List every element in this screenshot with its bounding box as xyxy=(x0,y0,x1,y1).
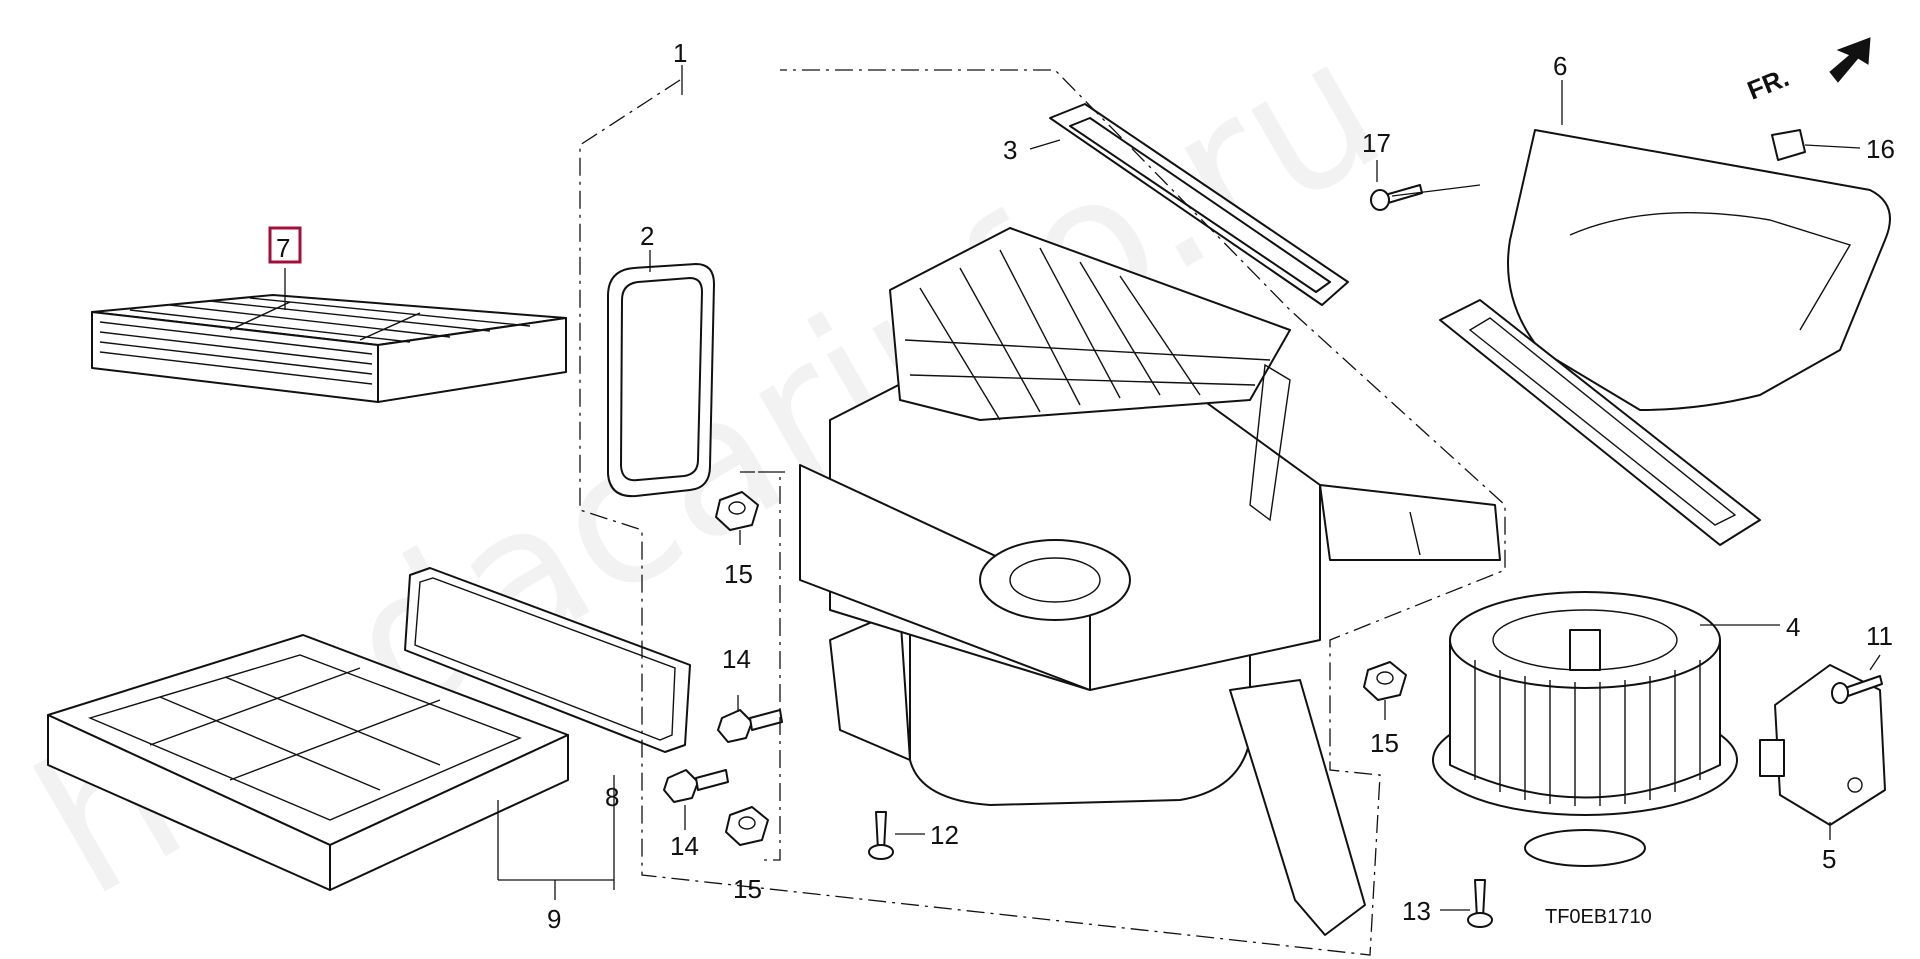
callout-13[interactable]: 13 xyxy=(1402,896,1431,926)
front-direction-label: FR. xyxy=(1743,62,1793,106)
part-13-screw[interactable] xyxy=(1467,879,1493,928)
part-12-screw[interactable] xyxy=(868,811,894,860)
part-6-air-duct[interactable] xyxy=(1439,129,1891,546)
callout-3[interactable]: 3 xyxy=(1003,135,1017,165)
part-8-lid-seal[interactable] xyxy=(404,567,691,753)
callout-9[interactable]: 9 xyxy=(547,904,561,934)
callout-4[interactable]: 4 xyxy=(1786,612,1800,642)
front-arrow-icon xyxy=(1829,37,1871,83)
part-17-screw[interactable] xyxy=(1370,184,1423,211)
callout-15-b[interactable]: 15 xyxy=(733,874,762,904)
callout-7-highlight-box xyxy=(268,226,302,264)
callout-2[interactable]: 2 xyxy=(640,221,654,251)
callout-14-a[interactable]: 14 xyxy=(722,644,751,674)
callout-17[interactable]: 17 xyxy=(1362,128,1391,158)
callout-16[interactable]: 16 xyxy=(1866,134,1895,164)
assembly-1-outline xyxy=(579,69,1506,956)
callout-14-b[interactable]: 14 xyxy=(670,831,699,861)
part-11-screw[interactable] xyxy=(1831,675,1883,704)
callout-15-a[interactable]: 15 xyxy=(724,559,753,589)
callout-12[interactable]: 12 xyxy=(930,820,959,850)
callout-labels: 1 2 3 4 5 6 7 8 9 11 12 13 14 14 15 15 1… xyxy=(268,38,1895,934)
part-14-bolt-a[interactable] xyxy=(717,709,783,743)
callout-5[interactable]: 5 xyxy=(1822,844,1836,874)
callout-15-c[interactable]: 15 xyxy=(1370,728,1399,758)
part-3-gasket[interactable] xyxy=(1049,103,1349,306)
callout-11[interactable]: 11 xyxy=(1866,621,1893,651)
callout-1[interactable]: 1 xyxy=(673,38,687,68)
part-2-seal[interactable] xyxy=(607,263,715,498)
callout-8[interactable]: 8 xyxy=(605,782,619,812)
part-1-blower-housing[interactable] xyxy=(799,227,1501,936)
callout-7[interactable]: 7 xyxy=(276,233,290,263)
part-9-filter-lid[interactable] xyxy=(47,634,569,891)
front-direction-indicator: FR. xyxy=(1743,37,1871,106)
part-15-nut-b[interactable] xyxy=(725,806,769,846)
callout-6[interactable]: 6 xyxy=(1553,51,1567,81)
part-4-blower-fan[interactable] xyxy=(1432,591,1738,867)
part-15-nut-a[interactable] xyxy=(715,491,759,531)
leader-lines xyxy=(284,65,1881,911)
part-15-nut-c[interactable] xyxy=(1363,661,1407,701)
drawing-code: TF0EB1710 xyxy=(1545,906,1652,928)
part-5-actuator[interactable] xyxy=(1759,664,1886,826)
part-16-clip[interactable] xyxy=(1771,129,1806,161)
assembly-15-outline xyxy=(740,471,785,861)
part-14-bolt-b[interactable] xyxy=(663,769,729,803)
part-7-cabin-filter[interactable] xyxy=(91,294,567,403)
